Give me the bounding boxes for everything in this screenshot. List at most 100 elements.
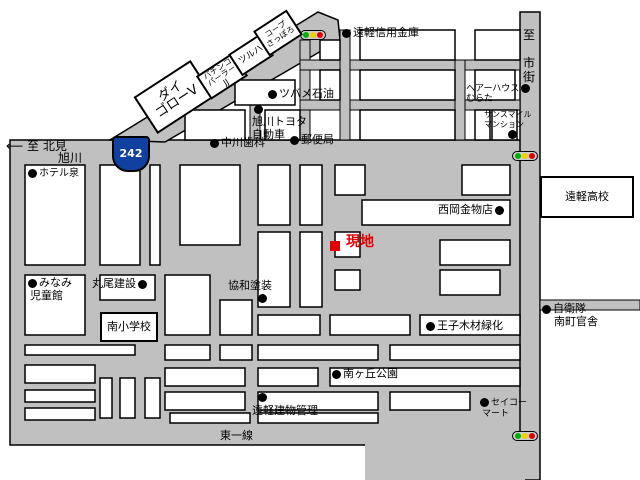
location-dot-icon	[254, 104, 263, 114]
highschool-box: 遠軽高校	[540, 176, 634, 218]
city-block	[24, 344, 136, 356]
route-242-shield: 242	[112, 136, 150, 172]
location-dot-icon	[542, 304, 551, 314]
destination-north: 至市街	[522, 28, 536, 84]
landmark-park: 南ヶ丘公園	[330, 368, 398, 380]
landmark-label: 丸尾建設	[92, 277, 136, 290]
side-street	[454, 59, 466, 141]
landmark-label: 南町官舎	[554, 315, 598, 328]
landmark-nakagawa: 中川歯科	[208, 137, 265, 149]
location-dot-icon	[138, 279, 147, 289]
landmark-label: サンスマイル	[484, 110, 532, 119]
city-block	[164, 391, 246, 411]
city-block	[164, 367, 246, 387]
landmark-label: マート	[482, 409, 510, 419]
landmark-label: 自動車	[252, 128, 285, 141]
landmark-jieitai: 自衛隊南町官舎	[540, 302, 598, 328]
landmark-label: 遠軽建物管理	[252, 404, 318, 417]
school-label: 南小学校	[107, 320, 151, 333]
city-block	[219, 299, 253, 336]
location-dot-icon	[480, 398, 489, 407]
city-block	[474, 29, 521, 61]
city-block	[319, 39, 341, 61]
destination-name: 市街	[522, 56, 535, 84]
city-block	[164, 344, 211, 361]
city-block	[389, 391, 471, 411]
landmark-hairhouse: ヘアーハウスむらた	[466, 84, 532, 104]
traffic-light	[300, 30, 326, 40]
landmark-label: 南ヶ丘公園	[343, 367, 398, 380]
city-block	[359, 109, 456, 141]
city-block	[24, 364, 96, 384]
landmark-label: むらた	[466, 94, 494, 104]
city-block	[439, 269, 501, 296]
city-block	[389, 344, 521, 361]
traffic-light	[512, 151, 538, 161]
city-block	[99, 164, 141, 266]
location-dot-icon	[28, 278, 37, 288]
city-block	[179, 164, 241, 246]
landmark-label: ヘアーハウス	[466, 84, 520, 94]
landmark-label: ホテル泉	[39, 168, 79, 179]
site-marker	[330, 241, 340, 251]
location-dot-icon	[258, 392, 267, 402]
side-street	[299, 39, 311, 141]
landmark-label: 遠軽信用金庫	[353, 26, 419, 39]
landmark-jidokan: みなみ児童館	[26, 276, 72, 302]
landmark-label: 児童館	[30, 289, 63, 302]
location-dot-icon	[28, 168, 37, 178]
road-north-south	[519, 11, 541, 480]
location-dot-icon	[342, 28, 351, 38]
location-dot-icon	[495, 205, 504, 215]
destination-west: ⟵ 至 北見	[6, 140, 67, 152]
destination-name: 北見	[42, 139, 67, 153]
side-street	[339, 29, 351, 141]
city-block	[24, 164, 86, 266]
city-block	[119, 377, 136, 419]
school-box: 南小学校	[100, 312, 158, 342]
city-block	[184, 109, 246, 141]
landmark-label: 自衛隊	[553, 302, 586, 315]
city-block	[264, 109, 301, 141]
city-block	[219, 344, 253, 361]
landmark-oji: 王子木材緑化	[424, 320, 503, 332]
city-block	[334, 164, 366, 196]
city-block	[257, 344, 379, 361]
city-block	[257, 164, 291, 226]
side-street	[299, 59, 521, 71]
landmark-sunsmile: サンスマイルマンション	[484, 110, 532, 140]
city-block	[257, 412, 379, 424]
city-block	[144, 377, 161, 419]
location-dot-icon	[521, 84, 531, 93]
landmark-label: 王子木材緑化	[437, 319, 503, 332]
side-street	[539, 299, 640, 311]
city-block	[419, 314, 521, 336]
traffic-light	[512, 431, 538, 441]
city-block	[24, 389, 96, 403]
location-dot-icon	[258, 293, 267, 303]
city-block	[99, 377, 113, 419]
landmark-shinkin: 遠軽信用金庫	[340, 27, 419, 39]
city-block	[439, 239, 511, 266]
landmark-label: 西岡金物店	[438, 203, 493, 216]
location-dot-icon	[210, 138, 219, 148]
destination-prefix: 至	[27, 139, 40, 153]
city-block	[234, 79, 296, 106]
city-block	[257, 367, 319, 387]
location-dot-icon	[332, 369, 341, 379]
city-block	[149, 164, 161, 266]
city-block	[319, 69, 341, 101]
city-block	[169, 412, 251, 424]
city-block	[474, 69, 516, 101]
location-dot-icon	[426, 321, 435, 331]
city-block	[164, 274, 211, 336]
road-south	[365, 440, 525, 480]
arrow-left-icon: ⟵	[6, 139, 24, 153]
site-label: 現地	[346, 234, 374, 250]
landmark-label: 中川歯科	[221, 136, 265, 149]
city-block	[359, 69, 456, 101]
city-block	[361, 199, 511, 226]
highschool-label: 遠軽高校	[565, 190, 609, 203]
destination-west-2: 旭川	[58, 151, 83, 165]
city-block	[257, 391, 379, 411]
